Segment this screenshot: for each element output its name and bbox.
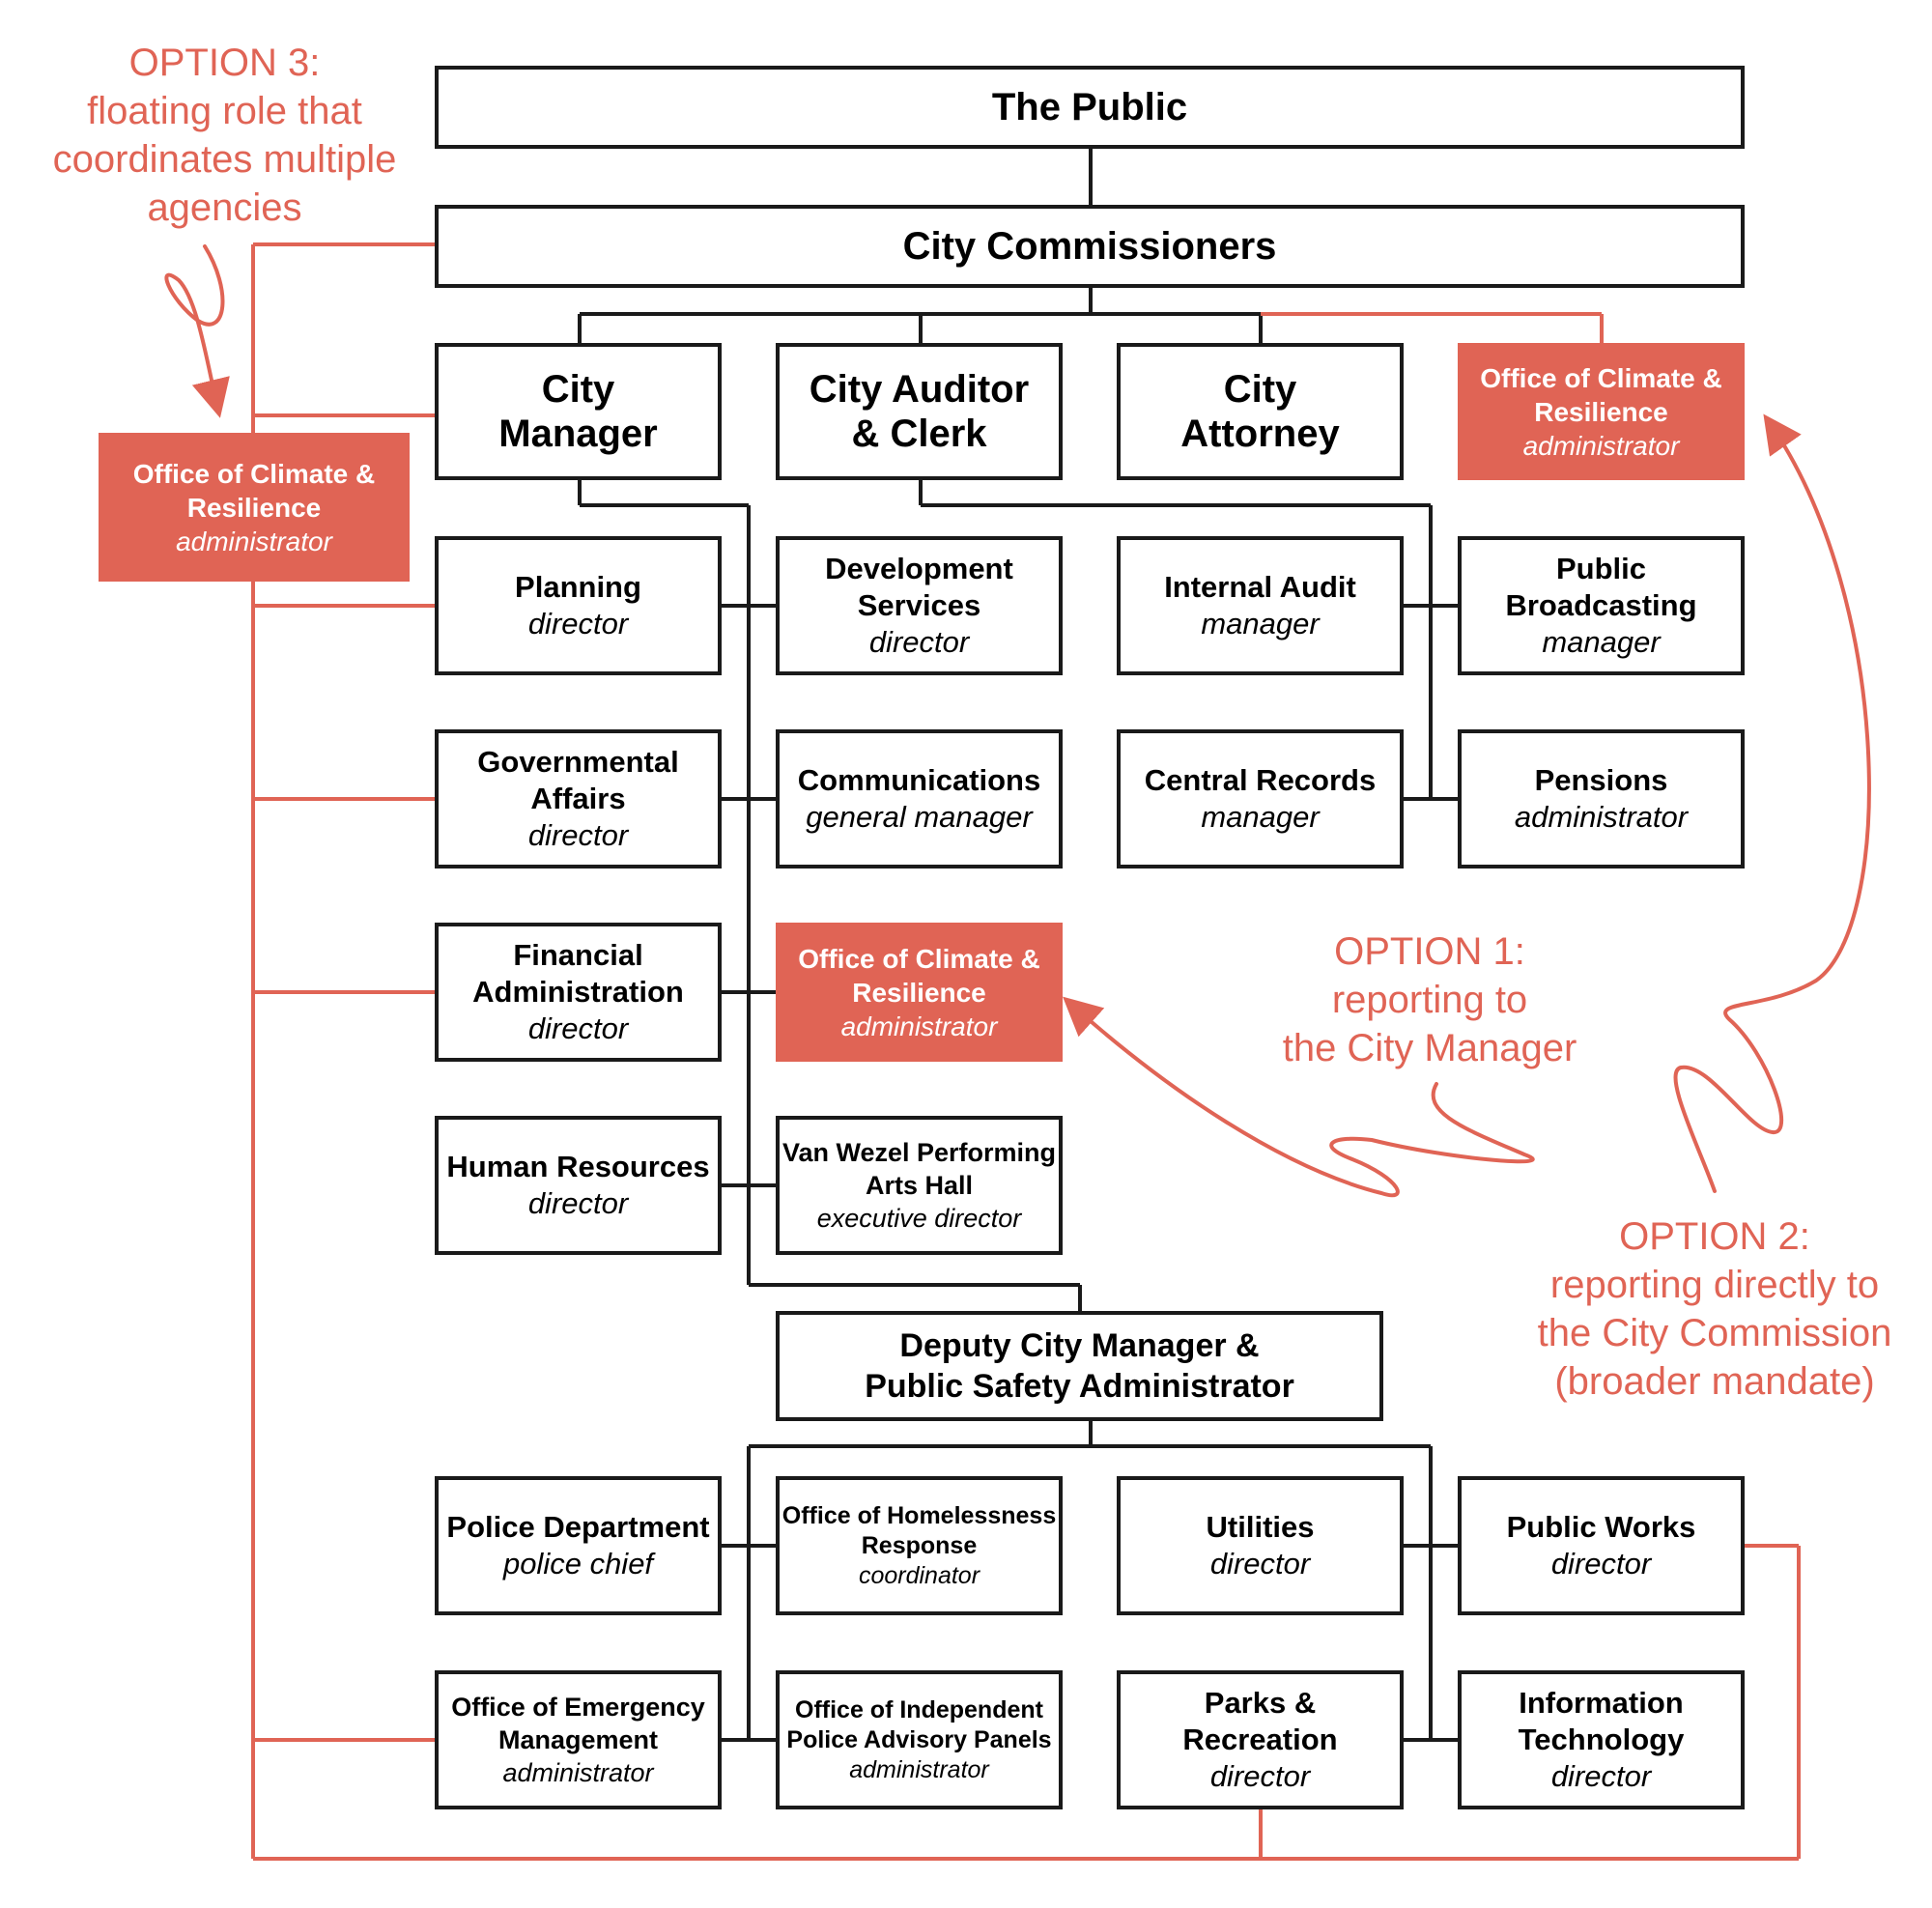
- box-role: manager: [1201, 607, 1320, 641]
- utilities-box: Utilities director: [1117, 1476, 1404, 1615]
- box-title: Information Technology: [1518, 1686, 1685, 1756]
- box-title: City Commissioners: [902, 225, 1277, 268]
- option3-line-2: floating role that: [87, 90, 362, 132]
- city-manager-box: City Manager: [435, 343, 722, 480]
- communications-box: Communications general manager: [776, 729, 1063, 869]
- box-role: director: [1550, 1759, 1652, 1793]
- box-title: Deputy City Manager & Public Safety Admi…: [865, 1327, 1294, 1405]
- box-role: administrator: [176, 526, 332, 556]
- box-role: manager: [1201, 800, 1320, 834]
- box-title: Utilities: [1206, 1510, 1315, 1544]
- climate-resilience-option1-box: Office of Climate & Resilience administr…: [776, 923, 1063, 1062]
- governmental-affairs-box: Governmental Affairs director: [435, 729, 722, 869]
- box-title: Van Wezel Performing Arts Hall: [781, 1138, 1057, 1200]
- central-records-box: Central Records manager: [1117, 729, 1404, 869]
- box-title: Financial Administration: [472, 938, 684, 1009]
- option1-annotation: OPTION 1: reporting to the City Manager: [1236, 927, 1623, 1072]
- box-role: executive director: [816, 1204, 1022, 1233]
- box-title: Office of Independent Police Advisory Pa…: [786, 1695, 1052, 1753]
- emergency-management-box: Office of Emergency Management administr…: [435, 1670, 722, 1809]
- box-role: coordinator: [858, 1561, 980, 1589]
- option1-line-3: the City Manager: [1282, 1027, 1577, 1069]
- box-role: director: [1209, 1759, 1311, 1793]
- box-title: Office of Homelessness Response: [781, 1501, 1057, 1559]
- public-broadcasting-box: Public Broadcasting manager: [1458, 536, 1745, 675]
- option2-arrow: [1673, 413, 1871, 1193]
- option2-line-2: reporting directly to: [1549, 1264, 1880, 1306]
- box-title: City Manager: [498, 368, 658, 455]
- box-title: Office of Emergency Management: [451, 1693, 705, 1754]
- option2-line-1: OPTION 2:: [1619, 1215, 1810, 1258]
- box-title: Office of Climate & Resilience: [132, 458, 376, 523]
- information-technology-box: Information Technology director: [1458, 1670, 1745, 1809]
- the-public-box: The Public: [435, 66, 1745, 149]
- option2-line-4: (broader mandate): [1554, 1360, 1875, 1403]
- option3-arrow: [164, 244, 230, 418]
- box-title: City Auditor & Clerk: [809, 368, 1030, 455]
- city-auditor-box: City Auditor & Clerk: [776, 343, 1063, 480]
- option3-line-1: OPTION 3:: [128, 42, 321, 84]
- box-title: Central Records: [1144, 763, 1377, 797]
- option3-annotation: OPTION 3: floating role that coordinates…: [29, 39, 420, 232]
- box-role: director: [1209, 1547, 1311, 1581]
- deputy-city-manager-box: Deputy City Manager & Public Safety Admi…: [776, 1311, 1383, 1421]
- internal-audit-box: Internal Audit manager: [1117, 536, 1404, 675]
- box-role: director: [1550, 1547, 1652, 1581]
- box-role: administrator: [502, 1758, 654, 1787]
- box-title: Planning: [515, 570, 641, 604]
- option3-line-3: coordinates multiple: [52, 138, 397, 181]
- homelessness-response-box: Office of Homelessness Response coordina…: [776, 1476, 1063, 1615]
- box-role: administrator: [1514, 800, 1689, 834]
- climate-resilience-option3-box: Office of Climate & Resilience administr…: [99, 433, 410, 582]
- public-works-box: Public Works director: [1458, 1476, 1745, 1615]
- van-wezel-box: Van Wezel Performing Arts Hall executive…: [776, 1116, 1063, 1255]
- box-title: Public Works: [1506, 1510, 1696, 1544]
- option3-line-4: agencies: [147, 186, 302, 229]
- box-role: manager: [1542, 625, 1661, 659]
- box-title: Police Department: [446, 1510, 710, 1544]
- box-title: City Attorney: [1180, 368, 1340, 455]
- box-role: director: [527, 1011, 629, 1045]
- box-title: Office of Climate & Resilience: [798, 943, 1040, 1008]
- city-attorney-box: City Attorney: [1117, 343, 1404, 480]
- development-services-box: Development Services director: [776, 536, 1063, 675]
- box-title: Development Services: [825, 552, 1013, 622]
- option2-annotation: OPTION 2: reporting directly to the City…: [1507, 1212, 1922, 1406]
- box-title: Parks & Recreation: [1182, 1686, 1338, 1756]
- city-commissioners-box: City Commissioners: [435, 205, 1745, 288]
- option2-line-3: the City Commission: [1537, 1312, 1892, 1354]
- box-role: administrator: [840, 1011, 998, 1041]
- box-role: director: [527, 607, 629, 641]
- box-title: Communications: [797, 763, 1041, 797]
- box-role: administrator: [849, 1755, 989, 1783]
- police-department-box: Police Department police chief: [435, 1476, 722, 1615]
- box-title: The Public: [991, 86, 1188, 128]
- police-advisory-panels-box: Office of Independent Police Advisory Pa…: [776, 1670, 1063, 1809]
- parks-recreation-box: Parks & Recreation director: [1117, 1670, 1404, 1809]
- box-role: director: [527, 818, 629, 852]
- pensions-box: Pensions administrator: [1458, 729, 1745, 869]
- option1-line-2: reporting to: [1331, 979, 1528, 1021]
- box-title: Public Broadcasting: [1505, 552, 1697, 622]
- box-title: Office of Climate & Resilience: [1480, 362, 1722, 427]
- org-connectors: [578, 149, 1458, 1742]
- box-title: Human Resources: [446, 1150, 710, 1183]
- box-role: general manager: [806, 800, 1033, 834]
- box-title: Pensions: [1534, 763, 1668, 797]
- planning-box: Planning director: [435, 536, 722, 675]
- box-title: Internal Audit: [1164, 570, 1356, 604]
- box-role: police chief: [502, 1547, 654, 1581]
- box-title: Governmental Affairs: [477, 745, 679, 815]
- human-resources-box: Human Resources director: [435, 1116, 722, 1255]
- option1-line-1: OPTION 1:: [1334, 930, 1525, 973]
- financial-administration-box: Financial Administration director: [435, 923, 722, 1062]
- box-role: administrator: [1522, 430, 1680, 461]
- climate-resilience-option2-box: Office of Climate & Resilience administr…: [1458, 343, 1745, 480]
- box-role: director: [527, 1186, 629, 1220]
- option1-arrow: [1063, 996, 1535, 1198]
- box-role: director: [868, 625, 970, 659]
